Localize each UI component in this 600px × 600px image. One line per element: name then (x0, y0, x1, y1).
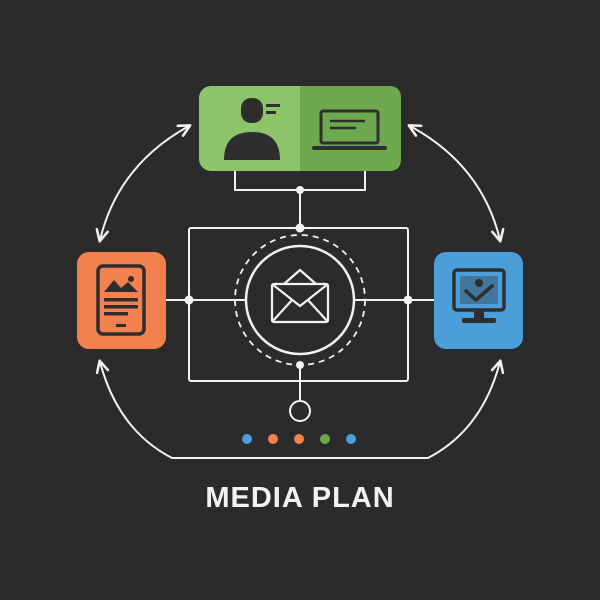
junction-dot-frame-top (295, 223, 305, 233)
color-dots-row (242, 434, 356, 444)
laptop-icon (312, 109, 387, 150)
right-node-box (434, 252, 523, 349)
arrow-top-to-right (407, 124, 505, 243)
left-node-box (77, 252, 166, 349)
junction-dot-top (296, 186, 304, 194)
monitor-download-icon (452, 268, 506, 323)
arrow-bottom-loop (95, 359, 505, 459)
hub-solid-ring (244, 244, 356, 356)
arrow-top-to-left (95, 124, 192, 243)
junction-dot-right (403, 295, 413, 305)
end-node-circle (289, 400, 311, 422)
junction-dots (184, 186, 413, 369)
tablet-image-icon (96, 264, 146, 336)
center-hub (234, 234, 366, 366)
hub-dashed-ring (234, 234, 366, 366)
color-dot (294, 434, 304, 444)
color-dot (320, 434, 330, 444)
color-dot (346, 434, 356, 444)
envelope-icon (270, 268, 330, 324)
diagram-title: MEDIA PLAN (205, 482, 395, 514)
person-icon (224, 98, 280, 160)
top-node-box (199, 86, 401, 171)
junction-dot-left (184, 295, 194, 305)
color-dot (242, 434, 252, 444)
color-dot (268, 434, 278, 444)
